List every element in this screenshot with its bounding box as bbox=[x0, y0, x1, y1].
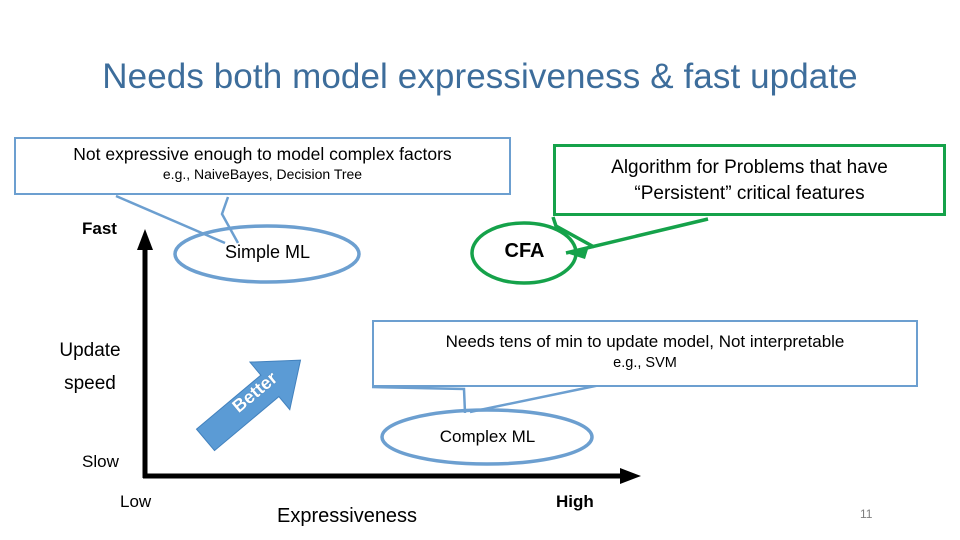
x-axis-left-label: Low bbox=[120, 492, 152, 511]
callout-simple-ml: Not expressive enough to model complex f… bbox=[14, 137, 511, 195]
node-label-simple-ml: Simple ML bbox=[224, 242, 311, 262]
callout-simple-ml-line1: Not expressive enough to model complex f… bbox=[73, 144, 452, 164]
callout-cfa-line2: “Persistent” critical features bbox=[634, 183, 865, 204]
callout-complex-ml: Needs tens of min to update model, Not i… bbox=[372, 320, 918, 387]
connector-complex-ml-left-tail bbox=[371, 385, 467, 414]
connector-cfa-tail-lower bbox=[565, 217, 709, 255]
x-axis-arrowhead bbox=[620, 468, 641, 484]
better-arrow-label: Better bbox=[228, 367, 282, 417]
node-label-cfa: CFA bbox=[504, 240, 545, 262]
y-axis-title-line1: Update bbox=[59, 340, 121, 361]
y-axis-title-line2: speed bbox=[64, 373, 116, 394]
y-axis-arrowhead bbox=[137, 229, 153, 250]
x-axis-right-label: High bbox=[556, 492, 594, 511]
y-axis-top-label: Fast bbox=[82, 219, 117, 238]
callout-simple-ml-line2: e.g., NaiveBayes, Decision Tree bbox=[162, 166, 363, 182]
callout-cfa: Algorithm for Problems that have “Persis… bbox=[553, 144, 946, 216]
page-title: Needs both model expressiveness & fast u… bbox=[102, 57, 858, 96]
callout-complex-ml-line2: e.g., SVM bbox=[613, 355, 677, 371]
connector-simple-ml-left-tail bbox=[115, 194, 226, 245]
connector-complex-ml bbox=[371, 383, 601, 414]
page-number: 11 bbox=[860, 507, 873, 521]
connector-simple-ml bbox=[115, 194, 240, 245]
node-label-complex-ml: Complex ML bbox=[439, 427, 536, 446]
y-axis-bottom-label: Slow bbox=[82, 452, 119, 471]
x-axis-title: Expressiveness bbox=[277, 505, 418, 527]
connector-complex-ml-right-tail bbox=[469, 383, 601, 414]
callout-cfa-line1: Algorithm for Problems that have bbox=[611, 157, 888, 178]
connector-simple-ml-right-tail bbox=[220, 196, 240, 244]
callout-complex-ml-line1: Needs tens of min to update model, Not i… bbox=[445, 332, 845, 351]
y-axis-title: Update speed bbox=[40, 334, 140, 400]
